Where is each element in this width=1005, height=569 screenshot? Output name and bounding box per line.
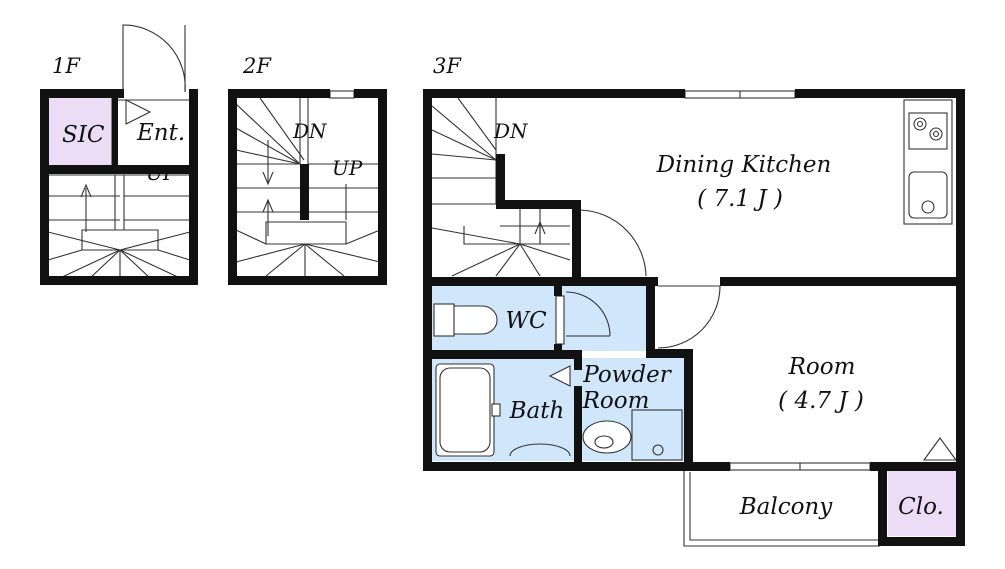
closet-label: Clo. [898,494,944,520]
entrance-label: Ent. [136,120,185,146]
entrance-marker [125,99,152,125]
window-2f [329,90,355,99]
powder-room-label-line1: Powder [582,362,672,388]
bath-label: Bath [509,398,565,424]
balcony-rail-inner [689,472,880,541]
wash-basin-icon [582,409,683,461]
stairs-3f-down-label: DN [493,119,529,143]
walls-1f [40,89,198,285]
room-size: ( 4.7 J ) [778,388,864,414]
walls-3f [423,89,965,546]
floor-1f-label: 1F [52,54,81,78]
wc-label: WC [505,308,547,334]
powder-room-label-line2: Room [582,388,650,414]
dining-kitchen-name: Dining Kitchen [656,152,832,178]
stairs-2f-down-label: DN [292,119,328,143]
kitchen-counter [903,99,953,225]
floor-3f: 3F [423,54,965,547]
entrance-door-swing [122,24,186,93]
kitchen-sink-icon [908,171,948,219]
toilet-icon [433,303,498,337]
sic-label: SIC [62,122,105,148]
closet-area [888,468,956,536]
stairs-1f [47,174,191,279]
bathtub-icon [435,363,571,457]
stairs-2f-up-label: UP [332,156,363,180]
floor-3f-label: 3F [433,54,462,78]
balcony-rail-outer [683,468,880,547]
sic-area [48,97,112,166]
floor-1f: 1F SIC Ent. [40,24,198,285]
room-name: Room [788,354,856,380]
dining-kitchen-size: ( 7.1 J ) [697,186,783,212]
stairs-2f [235,97,381,277]
floor-2f-label: 2F [242,54,272,78]
floor-2f: 2F DN [228,54,387,285]
balcony-label: Balcony [739,494,834,520]
walls-2f [228,89,387,285]
